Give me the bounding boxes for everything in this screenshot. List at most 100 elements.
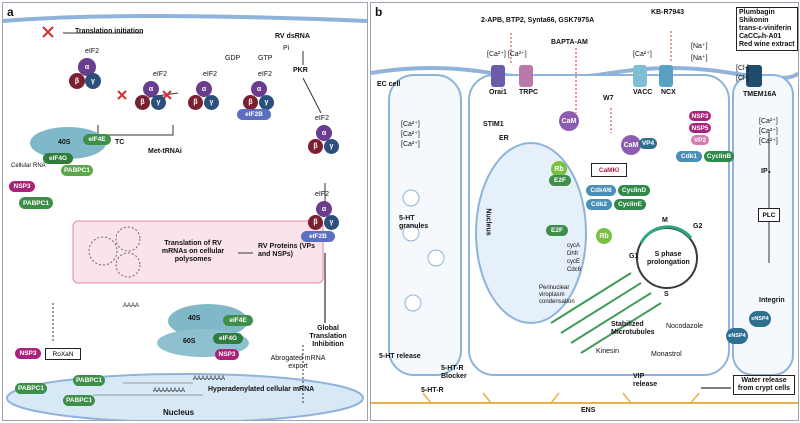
release-5ht-label: 5-HT release <box>379 353 421 360</box>
cyclin-d-pill: CyclinD <box>618 185 650 196</box>
natural-inhibitor-3: trans-ε-viniferin <box>739 25 792 33</box>
ca-crypt-3: [Ca²⁺] <box>759 138 778 145</box>
granule-2 <box>402 224 420 242</box>
pabpc1-pill-2: PABPC1 <box>19 197 53 209</box>
eif2-alpha-1: α <box>78 58 96 76</box>
gene-1: cycA <box>567 243 581 249</box>
eif2-beta-1: β <box>69 73 85 89</box>
ca-crypt-2: [Ca²⁺] <box>759 128 778 135</box>
granule-3 <box>427 249 445 267</box>
blocker-label: 5-HT-R Blocker <box>441 365 467 381</box>
natural-inhibitor-4: CaCCᵢₙh-A01 <box>739 33 782 41</box>
eif2-label-4: eIF2 <box>258 71 273 78</box>
cl-label-2: [Cl-] <box>736 75 749 82</box>
phase-s: S <box>664 291 669 298</box>
ribosome-40s-bottom <box>168 304 248 338</box>
ca-ec-2: [Ca²⁺] <box>401 131 420 138</box>
ip3-label: IP₃ <box>761 168 771 175</box>
pkr-label: PKR <box>293 67 308 74</box>
eif2-alpha-5: α <box>316 125 332 141</box>
vip-release-label: VIP release <box>633 373 658 389</box>
gdp-label: GDP <box>225 55 241 62</box>
orai1-label: Orai1 <box>489 89 507 96</box>
cyclin-e-pill: CyclinE <box>614 199 646 210</box>
eif2-alpha-4: α <box>251 81 267 97</box>
nsp3-pill-b: NSP3 <box>689 111 711 121</box>
eif2-gamma-4: γ <box>259 95 274 110</box>
vp2-pill-b: VP2 <box>691 135 709 145</box>
eif2-label-3: eIF2 <box>203 71 218 78</box>
eif2-alpha-3: α <box>196 81 212 97</box>
eif2-beta-4: β <box>243 95 258 110</box>
eif2-alpha-6: α <box>316 201 332 217</box>
ca-vacc-label: [Ca²⁺] <box>633 51 652 58</box>
water-release-box: Water release from crypt cells <box>733 375 795 396</box>
arrow-pkr-eif2 <box>302 77 322 114</box>
granules-label: 5-HT granules <box>399 215 429 231</box>
tmem16a-label: TMEM16A <box>743 91 777 98</box>
tc-bracket <box>97 125 174 136</box>
cdk46-pill: Cdk4/6 <box>586 185 616 196</box>
ens-label: ENS <box>581 407 596 414</box>
cl-label-1: [Cl-] <box>736 65 749 72</box>
cell-membrane <box>3 14 367 23</box>
panel-b-letter: b <box>375 5 383 19</box>
nsp3-pill-1: NSP3 <box>9 181 35 192</box>
eif4e-pill-2: eIF4E <box>223 315 253 326</box>
inhibition-x-2 <box>117 90 127 100</box>
cyclin-b-pill: CyclinB <box>704 151 734 162</box>
cellular-rna-label: Cellular RNA <box>11 163 46 169</box>
er-label: ER <box>499 135 509 142</box>
integrin-label: Integrin <box>759 297 785 304</box>
ribosome-60s-label: 60S <box>183 338 196 345</box>
kinesin-label: Kinesin <box>596 348 619 355</box>
e2f-pill-2: E2F <box>546 225 568 236</box>
panel-a-letter: a <box>7 5 14 19</box>
microtubules <box>550 272 662 354</box>
vacc-label: VACC <box>633 89 653 96</box>
ncx-label: NCX <box>661 89 676 96</box>
panel-b: b 2-APB, BTP2, Synta66, GSK7975A KB-R794… <box>370 2 799 421</box>
translation-box-label: Translation of RV mRNAs on cellular poly… <box>161 240 225 264</box>
tmem16a-channel <box>746 65 762 87</box>
eif2-label-5: eIF2 <box>315 115 330 122</box>
perinuclear-label: Perinuclear viroplasm condensation <box>539 285 575 305</box>
ribosome-40s-label-2: 40S <box>188 315 201 322</box>
nsp5-pill-b: NSP5 <box>689 123 711 133</box>
nsp3-pill-2: NSP3 <box>215 349 239 360</box>
natural-inhibitors-box: Plumbagin Shikonin trans-ε-viniferin CaC… <box>736 7 798 52</box>
e2f-pill-1: E2F <box>549 175 571 186</box>
na-label-1: [Na⁺] <box>691 43 708 50</box>
na-label-2: [Na⁺] <box>691 55 708 62</box>
nucleus-b-shape <box>475 142 587 324</box>
gene-4: Cdc6 <box>567 267 582 273</box>
ensp4-node-1: eNSP4 <box>726 328 748 344</box>
camki-box: CaMKI <box>591 163 627 177</box>
polysome-2 <box>115 226 141 252</box>
hyperadenylated-label: Hyperadenylated cellular mRNA <box>208 386 315 393</box>
eif4g-pill-2: eIF4G <box>213 333 243 344</box>
eif2-label-2: eIF2 <box>153 71 168 78</box>
trpc-channel <box>519 65 533 87</box>
eif2-beta-6: β <box>308 215 323 230</box>
gtp-label: GTP <box>258 55 273 62</box>
cell-cycle-arc <box>639 225 693 244</box>
nsp3-pill-3: NSP3 <box>15 348 41 359</box>
eif2-gamma-1: γ <box>85 73 101 89</box>
ribosome-40s-label-1: 40S <box>58 139 71 146</box>
granule-4 <box>404 294 422 312</box>
stim1-label: STIM1 <box>483 121 504 128</box>
nocodazole-label: Nocodazole <box>666 323 703 330</box>
pabpc1-pill-top: PABPC1 <box>61 165 93 176</box>
pi-label: Pi <box>283 45 290 52</box>
bapta-am-label: BAPTA-AM <box>551 39 588 46</box>
orai1-channel <box>491 65 505 87</box>
abrogated-export-label: Abrogated mRNA export <box>270 355 326 371</box>
gene-3: cycE <box>567 259 581 265</box>
ncx-channel <box>659 65 673 87</box>
eif2b-pill-1: eIF2B <box>237 109 271 120</box>
panel-a: a Translation initiation RV dsRNA Pi PKR… <box>2 2 368 421</box>
pabpc1-pill-3: PABPC1 <box>15 383 47 394</box>
eif4e-pill-1: eIF4E <box>83 134 111 145</box>
eif2-label-6: eIF2 <box>315 191 330 198</box>
